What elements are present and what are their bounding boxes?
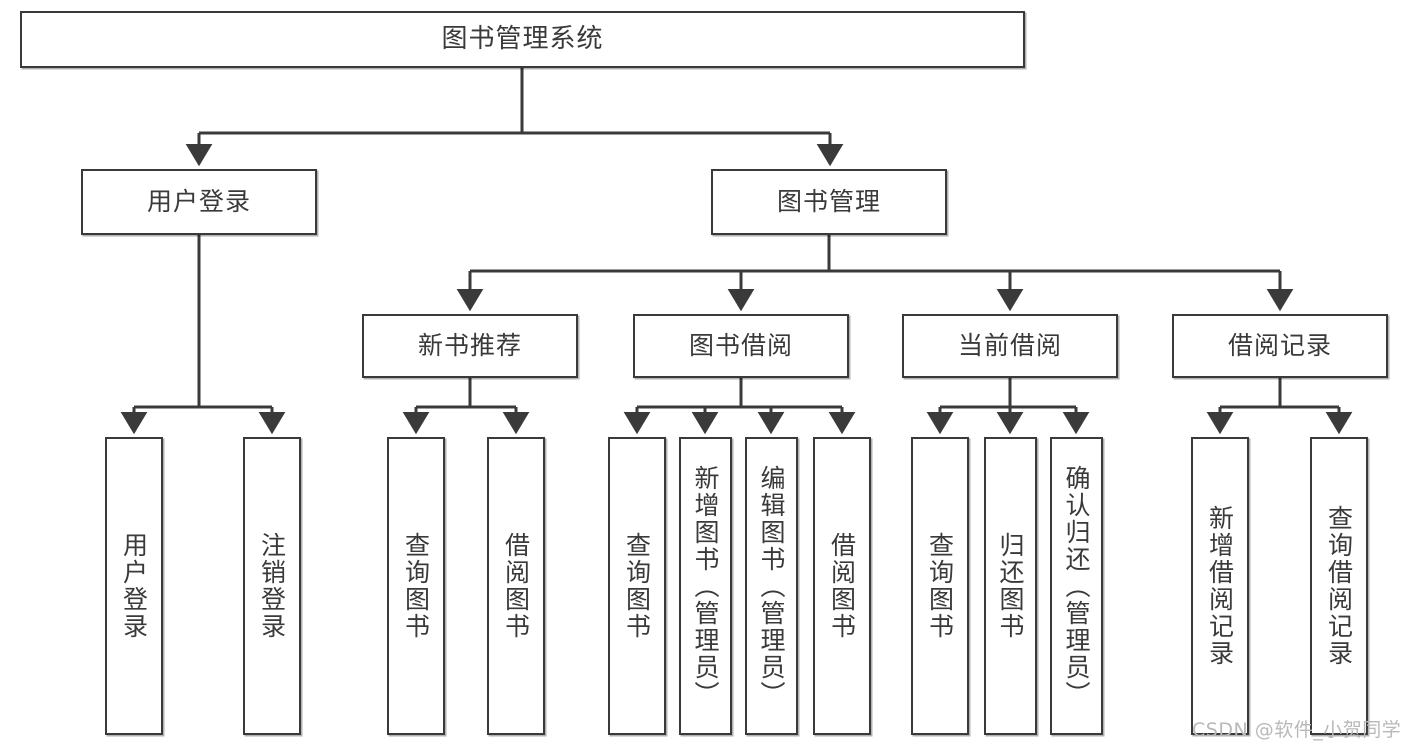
leaf-borrow-edit-book[interactable]: 编辑图书（管理员） [745, 437, 798, 735]
leaf-current-return-book-label: 归还图书 [996, 532, 1025, 640]
watermark: CSDN @软件_小贺同学 [1192, 719, 1402, 741]
edge-root-to-level2 [185, 68, 844, 167]
leaf-current-query-book[interactable]: 查询图书 [911, 437, 969, 735]
leaf-current-confirm-return-label: 确认归还（管理员） [1062, 464, 1091, 708]
node-borrow-records[interactable]: 借阅记录 [1172, 314, 1388, 378]
leaf-records-add-record[interactable]: 新增借阅记录 [1191, 437, 1249, 735]
node-current-borrow-label: 当前借阅 [957, 330, 1062, 360]
edge-bookmgmt-to-level3 [456, 235, 1294, 312]
leaf-records-add-record-label: 新增借阅记录 [1205, 505, 1235, 667]
leaf-current-return-book[interactable]: 归还图书 [984, 437, 1037, 735]
edge-records-to-leaves [1206, 378, 1353, 435]
leaf-current-query-book-label: 查询图书 [925, 532, 955, 640]
leaf-records-query-record-label: 查询借阅记录 [1324, 505, 1354, 667]
node-user-login[interactable]: 用户登录 [81, 169, 317, 235]
node-root[interactable]: 图书管理系统 [20, 11, 1025, 68]
leaf-borrow-lend-book-label: 借阅图书 [827, 532, 857, 640]
leaf-borrow-lend-book[interactable]: 借阅图书 [813, 437, 871, 735]
leaf-current-confirm-return[interactable]: 确认归还（管理员） [1050, 437, 1103, 735]
node-book-borrow-label: 图书借阅 [688, 330, 793, 360]
node-book-borrow[interactable]: 图书借阅 [633, 314, 849, 378]
node-user-login-label: 用户登录 [146, 186, 251, 216]
node-new-book-recommend[interactable]: 新书推荐 [362, 314, 578, 378]
edge-current-to-leaves [926, 378, 1090, 435]
leaf-newbooks-query-book[interactable]: 查询图书 [387, 437, 445, 735]
leaf-borrow-edit-book-label: 编辑图书（管理员） [757, 464, 786, 708]
node-book-management-label: 图书管理 [776, 186, 881, 216]
node-current-borrow[interactable]: 当前借阅 [902, 314, 1118, 378]
leaf-user-login-label: 用户登录 [119, 532, 149, 640]
node-root-label: 图书管理系统 [441, 23, 604, 54]
leaf-newbooks-borrow-book-label: 借阅图书 [501, 532, 531, 640]
leaf-borrow-query-book[interactable]: 查询图书 [608, 437, 666, 735]
leaf-user-logout[interactable]: 注销登录 [243, 437, 301, 735]
leaf-borrow-add-book[interactable]: 新增图书（管理员） [679, 437, 732, 735]
leaf-records-query-record[interactable]: 查询借阅记录 [1310, 437, 1368, 735]
edge-newbooks-to-leaves [402, 378, 530, 435]
leaf-user-login[interactable]: 用户登录 [105, 437, 163, 735]
leaf-user-logout-label: 注销登录 [257, 532, 287, 640]
edge-borrow-to-leaves [623, 378, 856, 435]
node-book-management[interactable]: 图书管理 [711, 169, 947, 235]
leaf-borrow-add-book-label: 新增图书（管理员） [691, 464, 720, 708]
edge-userlogin-to-leaves [120, 235, 286, 435]
leaf-borrow-query-book-label: 查询图书 [622, 532, 652, 640]
leaf-newbooks-query-book-label: 查询图书 [401, 532, 431, 640]
node-borrow-records-label: 借阅记录 [1227, 330, 1332, 360]
node-new-book-recommend-label: 新书推荐 [417, 330, 522, 360]
leaf-newbooks-borrow-book[interactable]: 借阅图书 [487, 437, 545, 735]
